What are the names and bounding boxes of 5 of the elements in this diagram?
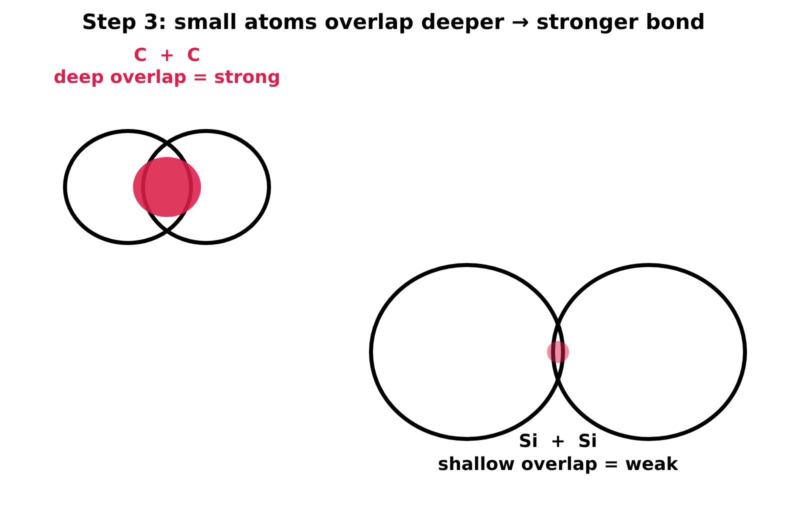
title: Step 3: small atoms overlap deeper → stronger bond xyxy=(80,10,706,34)
atom-pair-label: C + C xyxy=(132,45,202,66)
atom-pair-label: Si + Si xyxy=(518,431,598,452)
overlap-note: shallow overlap = weak xyxy=(436,454,680,475)
overlap-note: deep overlap = strong xyxy=(52,67,282,88)
